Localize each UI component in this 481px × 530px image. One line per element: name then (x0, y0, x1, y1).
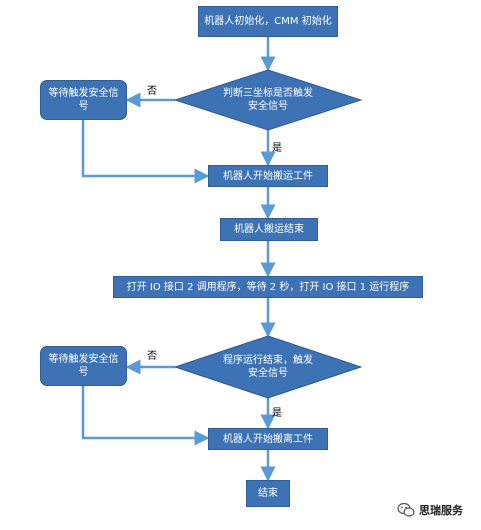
yes-label-1: 是 (272, 143, 282, 154)
watermark-text: 思瑞服务 (419, 504, 463, 517)
decision1-label: 判断三坐标是否触发安全信号 (223, 88, 313, 112)
start-node: 机器人初始化，CMM 初始化 (198, 6, 338, 37)
end-node: 结束 (246, 480, 290, 507)
wait-signal-node-1: 等待触发安全信号 (40, 80, 127, 120)
decision2-label: 程序运行结束，触发安全信号 (223, 355, 313, 379)
arrow-wait2-to-unload (81, 386, 210, 446)
no-label-2: 否 (147, 351, 157, 362)
decision2-diamond (173, 335, 363, 399)
robot-unload-start-node: 机器人开始搬离工件 (208, 428, 328, 450)
wait-signal-node-2: 等待触发安全信号 (40, 346, 127, 386)
watermark: 思瑞服务 (397, 501, 463, 519)
no-label-1: 否 (147, 86, 157, 97)
wechat-icon (397, 502, 415, 517)
arrow-wait1-to-move (81, 120, 210, 184)
io-step-node: 打开 IO 接口 2 调用程序，等待 2 秒，打开 IO 接口 1 运行程序 (113, 276, 423, 298)
yes-label-2: 是 (272, 408, 282, 419)
decision1-diamond (173, 69, 363, 131)
robot-move-end-node: 机器人搬运结束 (220, 218, 318, 241)
robot-move-start-node: 机器人开始搬运工件 (208, 165, 328, 187)
